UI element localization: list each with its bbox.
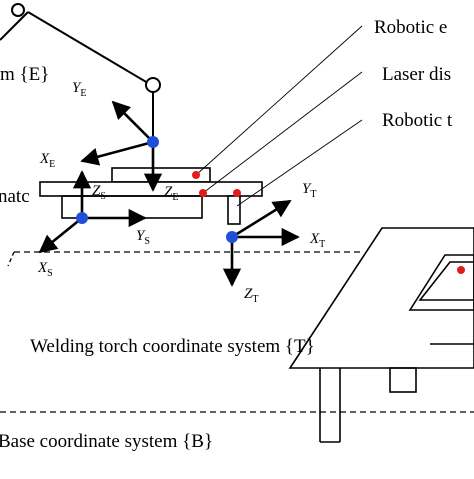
axis-label-ze: ZE [164, 184, 178, 203]
end-effector-assembly [39, 167, 263, 225]
marker-robotic-1 [192, 171, 200, 179]
label-end-coordinate: m {E} [0, 64, 49, 85]
axis-label-xs: XS [37, 260, 53, 279]
marker-laser [199, 189, 207, 197]
arm-joint-top [11, 3, 25, 17]
arm-joint [145, 77, 161, 93]
axes-torch [222, 199, 300, 287]
label-robotic-1: Robotic e [374, 17, 447, 38]
workpiece-table [288, 227, 474, 443]
axis-label-xe: XE [39, 151, 55, 170]
origin-sensor [76, 212, 88, 224]
label-torch-coordinate: Welding torch coordinate system {T} [30, 336, 315, 357]
origin-end [147, 136, 159, 148]
marker-robotic-2 [233, 189, 241, 197]
robot-arm [0, 3, 161, 140]
axis-label-ye: YE [72, 80, 86, 99]
axis-label-ys: YS [136, 228, 150, 247]
origin-torch [226, 231, 238, 243]
axis-label-xt: XT [309, 231, 325, 250]
axis-label-zt: ZT [244, 286, 258, 305]
label-sensor-partial: natc [0, 186, 30, 207]
welding-torch [227, 195, 241, 225]
mounting-plate [39, 181, 263, 197]
label-laser: Laser dis [382, 64, 451, 85]
label-robotic-2: Robotic t [382, 110, 453, 131]
leader-lines [195, 25, 363, 207]
label-base-coordinate: Base coordinate system {B} [0, 431, 213, 452]
axes-end [80, 100, 163, 192]
axis-label-yt: YT [302, 181, 316, 200]
axes-sensor [38, 170, 147, 254]
axis-label-zs: ZS [92, 183, 106, 202]
marker-workpiece [457, 266, 465, 274]
